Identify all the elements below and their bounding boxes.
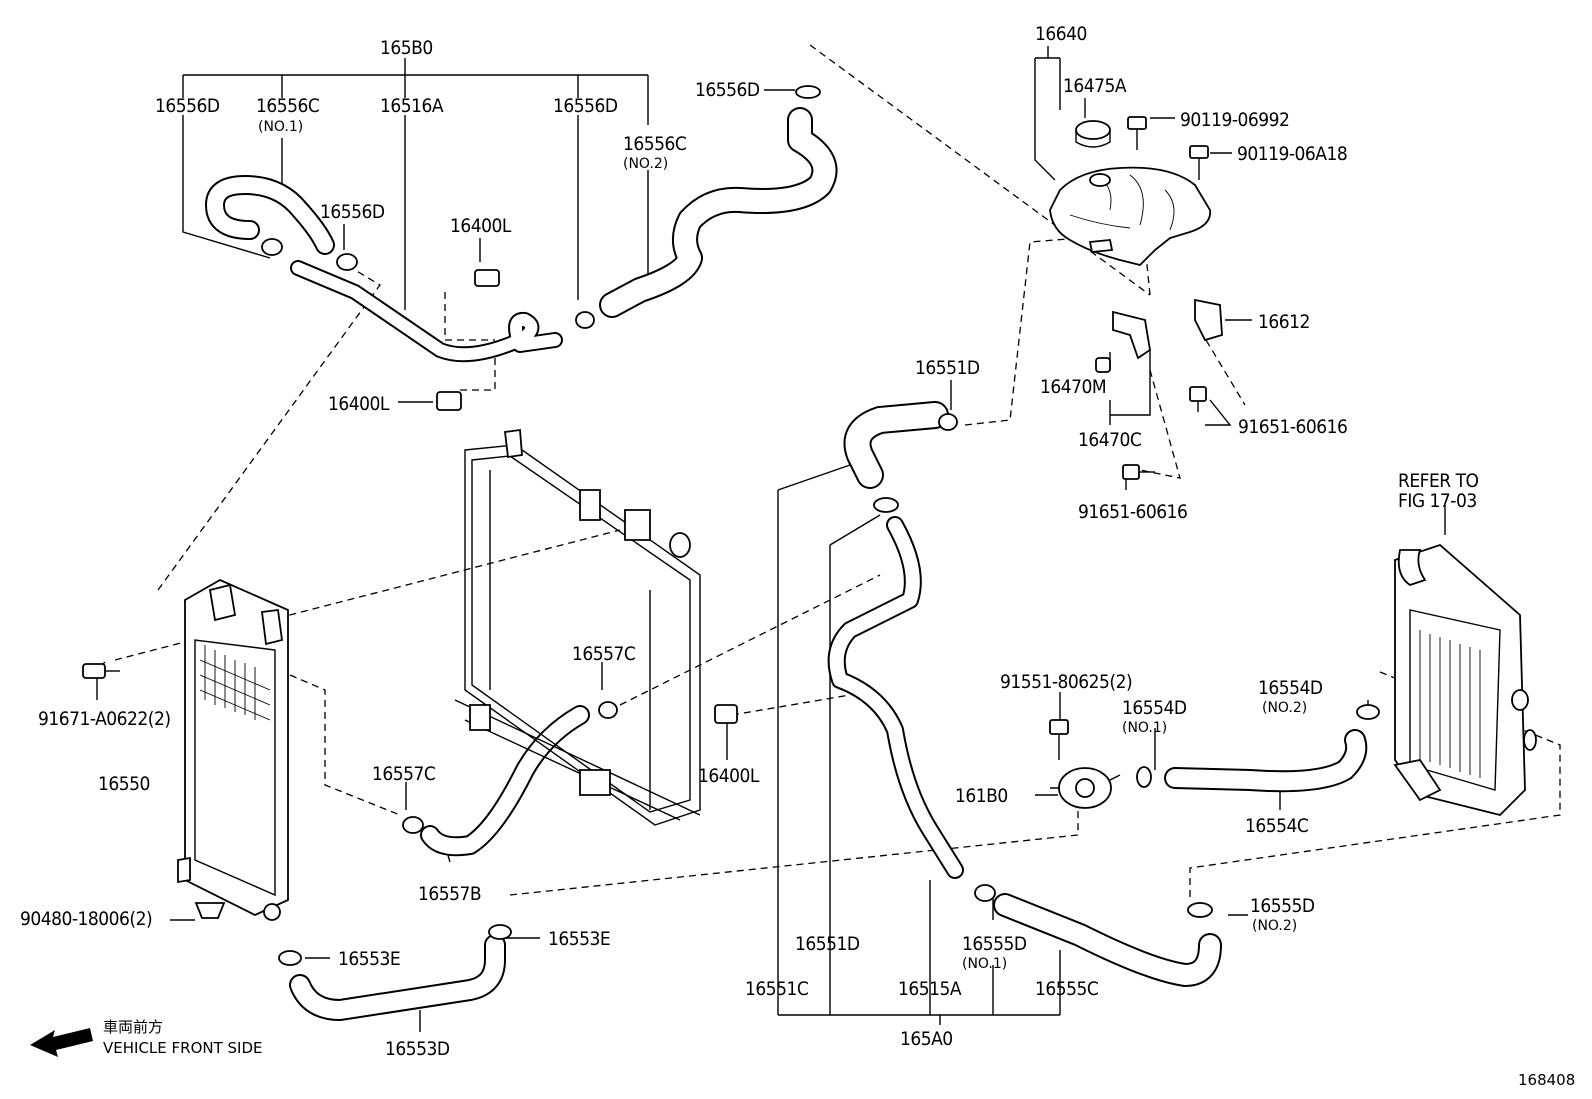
- label-16515A: 16515A: [898, 978, 962, 1000]
- sub-radiator-16550: [177, 578, 289, 921]
- part-labels: 165B0 16556D 16556C (NO.1) 16516A 16556D…: [20, 23, 1575, 1089]
- label-16556C-sub: (NO.2): [623, 156, 668, 172]
- label-16557C: 16557C: [572, 643, 636, 665]
- label-16556D: 16556D: [553, 95, 618, 117]
- hose-16553D: [289, 934, 506, 1022]
- label-16554D: 16554D: [1122, 697, 1187, 719]
- label-16556C: 16556C: [623, 133, 687, 155]
- label-16475A: 16475A: [1063, 75, 1127, 97]
- label-16553E: 16553E: [338, 948, 400, 970]
- label-16516A: 16516A: [380, 95, 444, 117]
- intercooler-ref-17-03: [1393, 543, 1537, 816]
- label-16556C: 16556C: [256, 95, 320, 117]
- label-16400L: 16400L: [450, 215, 512, 237]
- label-16400L: 16400L: [698, 765, 760, 787]
- reservoir-tank-16640: [1049, 166, 1212, 266]
- label-16554D-sub: (NO.1): [1122, 720, 1167, 736]
- label-16557B: 16557B: [418, 883, 481, 905]
- label-16640: 16640: [1035, 23, 1087, 45]
- label-91651-60616: 91651-60616: [1078, 501, 1187, 523]
- label-16555D: 16555D: [1250, 895, 1315, 917]
- label-90119-06992: 90119-06992: [1180, 109, 1289, 131]
- label-16554D: 16554D: [1258, 677, 1323, 699]
- label-16555C: 16555C: [1035, 978, 1099, 1000]
- label-91651-60616: 91651-60616: [1238, 416, 1347, 438]
- hose-16516A: [290, 260, 563, 363]
- label-16551D: 16551D: [915, 357, 980, 379]
- label-16551C: 16551C: [745, 978, 809, 1000]
- hose-16554C: [1164, 729, 1368, 793]
- label-16556C-sub: (NO.1): [258, 119, 303, 135]
- label-165B0: 165B0: [380, 37, 433, 59]
- label-16470C: 16470C: [1078, 429, 1142, 451]
- label-16554D-sub: (NO.2): [1262, 700, 1307, 716]
- vehicle-front-label-en: VEHICLE FRONT SIDE: [103, 1039, 263, 1057]
- label-16556D: 16556D: [695, 79, 760, 101]
- label-16550: 16550: [98, 773, 150, 795]
- hose-16556C-no2: [599, 107, 838, 318]
- label-91671-A0622: 91671-A0622(2): [38, 708, 171, 730]
- hose-16556C-no1: [204, 174, 335, 255]
- label-16556D: 16556D: [155, 95, 220, 117]
- label-16556D: 16556D: [320, 201, 385, 223]
- label-16553D: 16553D: [385, 1038, 450, 1060]
- clamps: [82, 85, 1380, 966]
- label-91551-80625: 91551-80625(2): [1000, 671, 1132, 693]
- vehicle-front-arrow-icon: [30, 1028, 93, 1057]
- label-16555D: 16555D: [962, 933, 1027, 955]
- hose-16555C: [993, 893, 1222, 988]
- hose-16557B: [420, 705, 590, 857]
- label-90480-18006: 90480-18006(2): [20, 908, 152, 930]
- label-165A0: 165A0: [900, 1028, 953, 1050]
- label-16554C: 16554C: [1245, 815, 1309, 837]
- vehicle-front-label-jp: 車両前方: [103, 1018, 163, 1036]
- label-16470M: 16470M: [1040, 376, 1106, 398]
- label-fig-17-03: FIG 17-03: [1398, 490, 1477, 512]
- label-refer-to: REFER TO: [1398, 470, 1479, 492]
- label-161B0: 161B0: [955, 785, 1008, 807]
- hose-16515A: [827, 516, 964, 879]
- hose-16551D-upper: [843, 401, 949, 489]
- label-90119-06A18: 90119-06A18: [1237, 143, 1347, 165]
- label-16553E: 16553E: [548, 928, 610, 950]
- label-16555D-sub: (NO.1): [962, 956, 1007, 972]
- main-radiator: [454, 428, 701, 826]
- figure-number: 168408: [1518, 1071, 1575, 1089]
- label-16551D: 16551D: [795, 933, 860, 955]
- label-16612: 16612: [1258, 311, 1310, 333]
- label-16555D-sub: (NO.2): [1252, 918, 1297, 934]
- label-16400L: 16400L: [328, 393, 390, 415]
- label-16557C: 16557C: [372, 763, 436, 785]
